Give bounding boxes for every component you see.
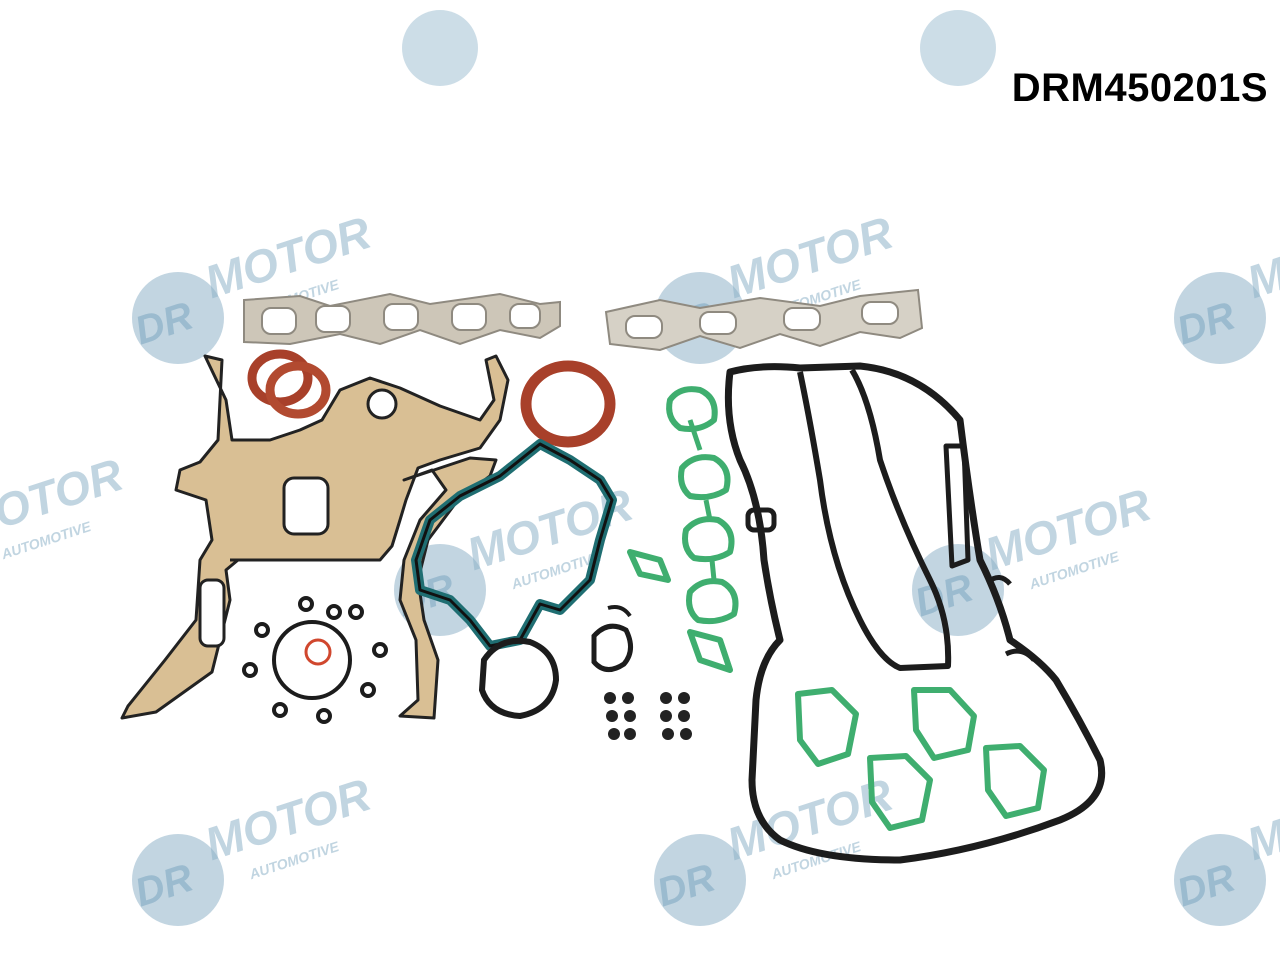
valve-stem-seals	[604, 692, 692, 740]
intake-manifold-gasket	[627, 386, 739, 673]
o-ring-set	[242, 596, 388, 724]
watermark-logo	[0, 10, 1280, 926]
part-number: DRM450201S	[1011, 66, 1268, 110]
oil-filter-seal	[478, 605, 633, 720]
exhaust-manifold-gasket-right	[604, 288, 924, 352]
rocker-cover-gasket	[724, 362, 1106, 864]
exhaust-manifold-gasket-left	[243, 292, 561, 346]
shaft-seals	[247, 349, 616, 448]
intake-port-seals	[795, 687, 1047, 831]
